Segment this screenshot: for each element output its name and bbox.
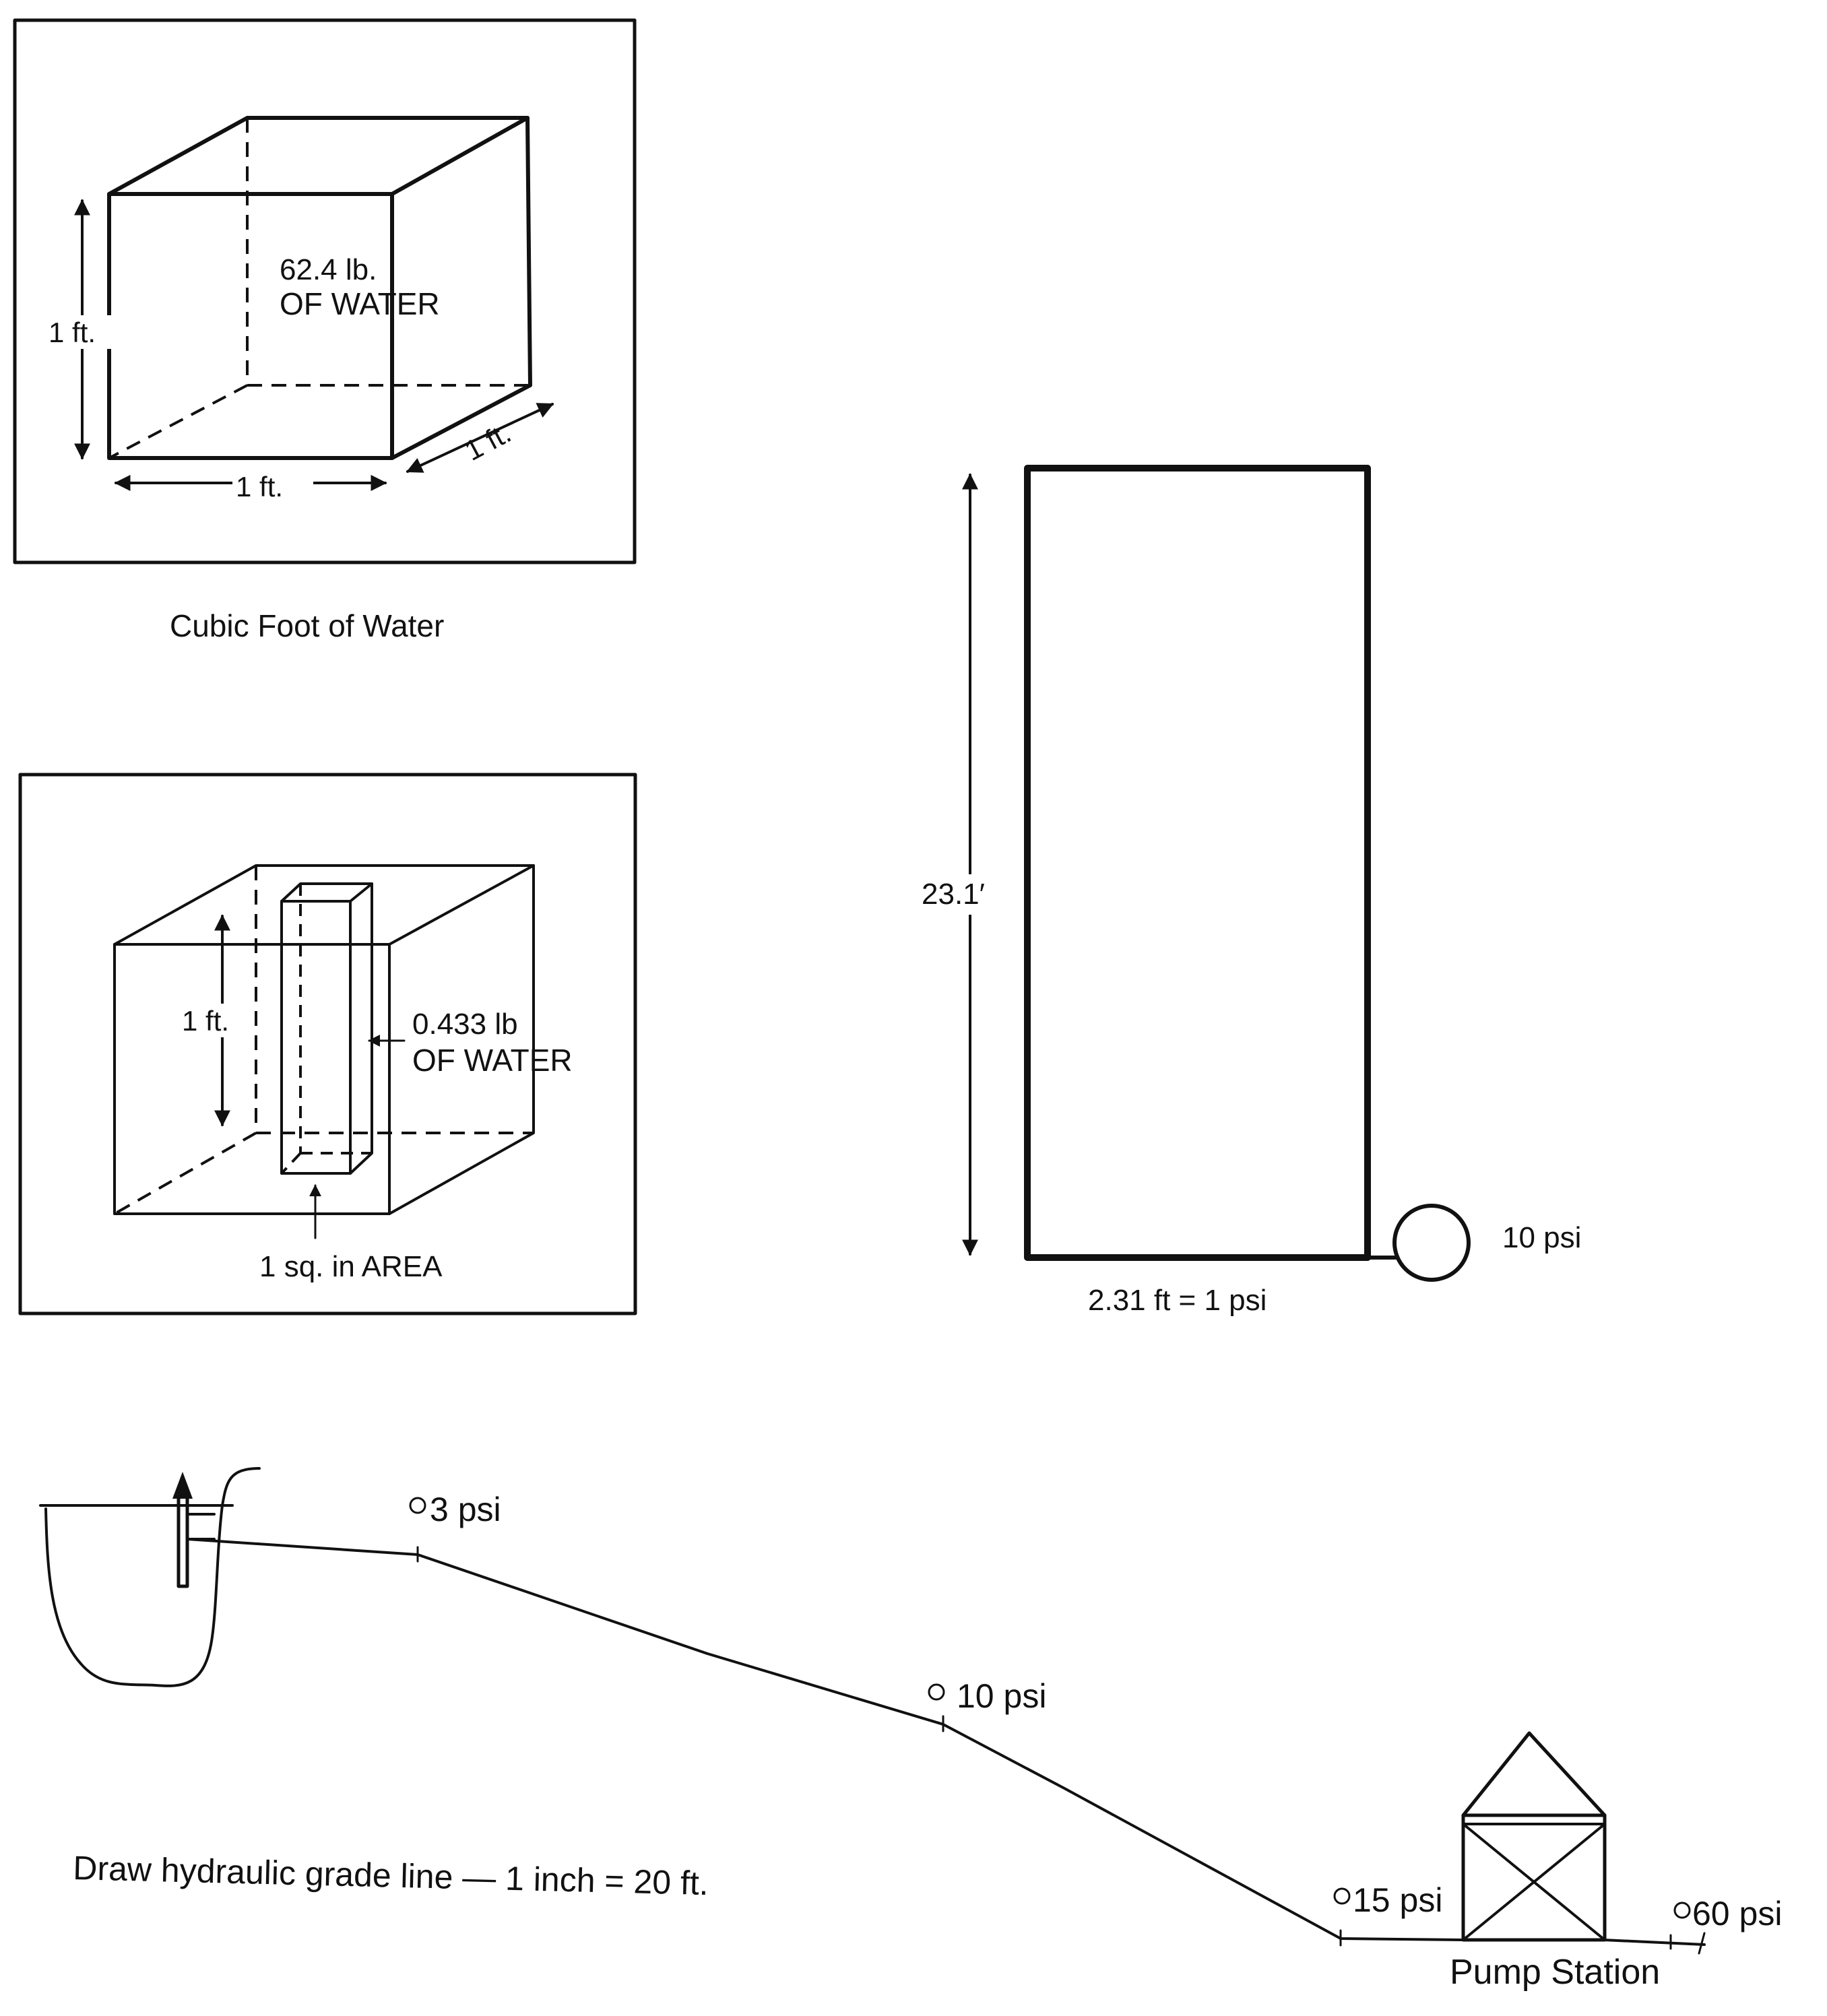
- cube-weight-label: 62.4 lb.: [280, 253, 377, 286]
- column-cube-front: [113, 943, 391, 1215]
- column-area-label: 1 sq. in AREA: [259, 1250, 443, 1283]
- cube-top-face: [107, 116, 530, 196]
- tank-height-label: 23.1′: [922, 878, 985, 911]
- reservoir: [39, 1467, 261, 1687]
- square-inch-column: [280, 882, 373, 1175]
- column-cube-top: [113, 864, 535, 946]
- column-substance-label: OF WATER: [412, 1043, 573, 1078]
- gauge-3psi: 3 psi: [409, 1491, 501, 1528]
- cube-substance-label: OF WATER: [280, 286, 440, 321]
- gauge-reading-label: 10 psi: [1502, 1221, 1581, 1254]
- pressure-gauge-icon: [1392, 1204, 1471, 1282]
- cube-frame: [13, 18, 637, 564]
- tank-equivalence-label: 2.31 ft = 1 psi: [1088, 1284, 1267, 1317]
- water-column-figure: 1 ft. 0.433 lb OF WATER 1 sq. in AREA: [18, 773, 637, 1315]
- profile-instruction: Draw hydraulic grade line — 1 inch = 20 …: [73, 1849, 709, 1902]
- cube-front-face: [107, 192, 394, 460]
- column-weight-label: 0.433 lb: [412, 1008, 518, 1041]
- cube-depth-arrow: [406, 403, 554, 473]
- cube-caption: Cubic Foot of Water: [170, 608, 444, 643]
- cube-width-label: 1 ft.: [236, 471, 283, 502]
- pump-station-building: [1461, 1731, 1607, 1942]
- tank-figure: 23.1′ 10 psi 2.31 ft = 1 psi: [916, 465, 1581, 1317]
- svg-text:3 psi: 3 psi: [430, 1491, 501, 1528]
- cube-hidden-edges: [108, 118, 530, 459]
- svg-text:10 psi: 10 psi: [957, 1677, 1046, 1715]
- cube-height-label: 1 ft.: [49, 317, 96, 348]
- cubic-foot-figure: 1 ft. 1 ft. 1 ft. 62.4 lb. OF WATER Cubi…: [13, 18, 637, 643]
- svg-text:60 psi: 60 psi: [1692, 1895, 1782, 1932]
- column-height-label: 1 ft.: [182, 1005, 229, 1037]
- gauge-15psi: 15 psi: [1333, 1881, 1442, 1919]
- gauge-60psi: 60 psi: [1673, 1895, 1782, 1932]
- column-frame: [18, 773, 637, 1315]
- svg-text:15 psi: 15 psi: [1353, 1881, 1442, 1919]
- hydraulic-profile-figure: 3 psi 10 psi 15 psi 60 psi Pump Station …: [39, 1467, 1782, 1992]
- pump-station-label: Pump Station: [1450, 1953, 1660, 1992]
- tank-outline: [1024, 465, 1371, 1261]
- gauge-10psi: 10 psi: [928, 1677, 1046, 1715]
